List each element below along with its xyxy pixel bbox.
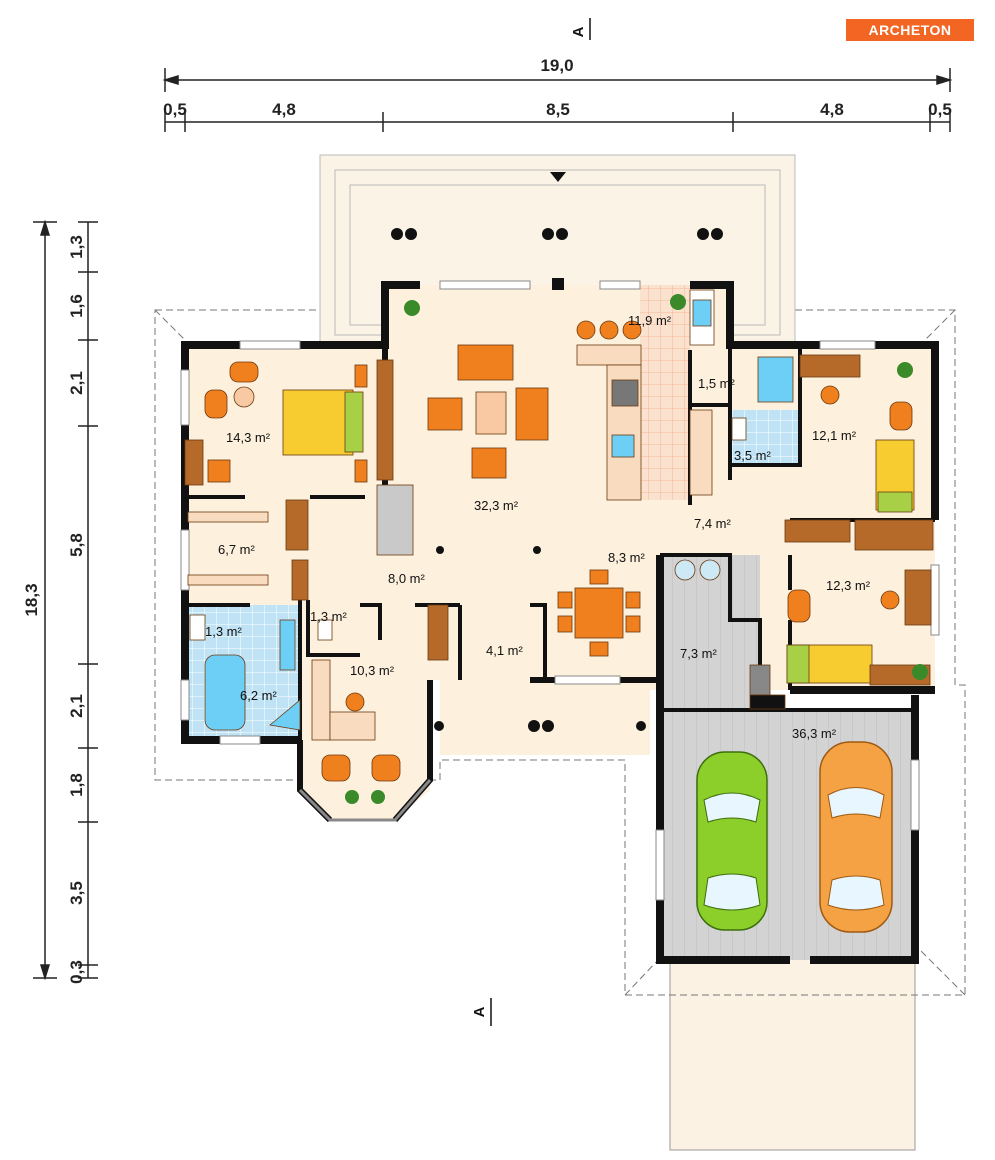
plant-icons bbox=[345, 294, 928, 804]
room-label-garage: 36,3 m² bbox=[792, 726, 837, 741]
room-label-wardrobe: 6,7 m² bbox=[218, 542, 256, 557]
dim-left-seg-5: 2,1 bbox=[67, 694, 86, 718]
dim-top-seg-1: 0,5 bbox=[163, 100, 187, 119]
terrace-columns bbox=[391, 228, 723, 732]
left-dimensions bbox=[33, 219, 98, 981]
top-dimensions bbox=[162, 68, 953, 132]
room-label-bedroom-2: 12,1 m² bbox=[812, 428, 857, 443]
tv-unit-icon bbox=[376, 359, 394, 481]
dim-top-seg-3: 8,5 bbox=[546, 100, 570, 119]
dim-left-seg-7: 3,5 bbox=[67, 881, 86, 905]
sofa-icon bbox=[457, 344, 514, 381]
room-label-dining: 8,3 m² bbox=[608, 550, 646, 565]
driveway bbox=[669, 954, 916, 1151]
room-label-corridor: 7,4 m² bbox=[694, 516, 732, 531]
section-mark-bottom: A bbox=[471, 998, 492, 1026]
room-label-wc-1: 1,3 m² bbox=[205, 624, 243, 639]
room-label-hall: 8,0 m² bbox=[388, 571, 426, 586]
room-label-wc-2: 1,3 m² bbox=[310, 609, 348, 624]
room-label-bathroom: 6,2 m² bbox=[240, 688, 278, 703]
car-orange-icon bbox=[819, 741, 893, 933]
dim-left-seg-1: 1,3 bbox=[67, 235, 86, 259]
dim-left-seg-2: 1,6 bbox=[67, 294, 86, 318]
windows bbox=[180, 280, 940, 901]
room-label-vestibule: 4,1 m² bbox=[486, 643, 524, 658]
dim-left-seg-3: 2,1 bbox=[67, 371, 86, 395]
bathtub-icon bbox=[204, 654, 246, 731]
room-label-pantry: 1,5 m² bbox=[698, 376, 736, 391]
dim-top-seg-2: 4,8 bbox=[272, 100, 296, 119]
dim-top-seg-4: 4,8 bbox=[820, 100, 844, 119]
bay-window bbox=[298, 779, 432, 822]
entrance-arrow bbox=[550, 172, 566, 182]
svg-text:A: A bbox=[570, 26, 587, 37]
room-label-bedroom-3: 12,3 m² bbox=[826, 578, 871, 593]
dim-left-total: 18,3 bbox=[22, 583, 41, 616]
dim-left-seg-8: 0,3 bbox=[67, 960, 86, 984]
utility-floor bbox=[660, 555, 760, 710]
furniture bbox=[184, 289, 934, 782]
dim-left-seg-6: 1,8 bbox=[67, 773, 86, 797]
room-labels: 14,3 m² 6,7 m² 1,3 m² 6,2 m² 1,3 m² 10,3… bbox=[205, 313, 871, 741]
svg-text:A: A bbox=[471, 1006, 488, 1017]
room-label-utility: 7,3 m² bbox=[680, 646, 718, 661]
room-label-bathroom-2: 3,5 m² bbox=[734, 448, 772, 463]
archeton-logo: ARCHETON bbox=[846, 19, 974, 41]
room-label-kitchen: 11,9 m² bbox=[628, 313, 672, 328]
room-label-bedroom-1: 14,3 m² bbox=[226, 430, 271, 445]
dim-top-seg-5: 0,5 bbox=[928, 100, 952, 119]
room-label-living-room: 32,3 m² bbox=[474, 498, 519, 513]
kitchen-tiles bbox=[640, 285, 690, 500]
bed-icon bbox=[282, 389, 354, 456]
dim-left-seg-4: 5,8 bbox=[67, 533, 86, 557]
armchair-icon bbox=[229, 361, 259, 383]
room-label-office: 10,3 m² bbox=[350, 663, 395, 678]
section-mark-top: A bbox=[570, 18, 591, 40]
dining-table-icon bbox=[574, 587, 624, 639]
car-green-icon bbox=[696, 751, 768, 931]
dim-top-total: 19,0 bbox=[540, 56, 573, 75]
